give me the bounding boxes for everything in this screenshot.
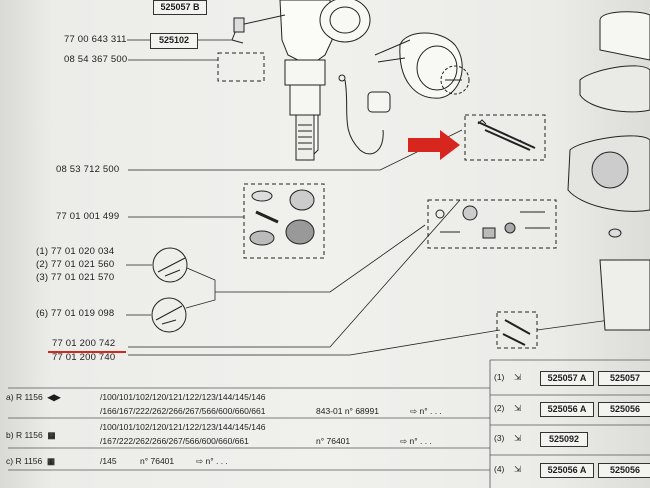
table-cell: (3) bbox=[494, 433, 505, 443]
table-cell: (2) bbox=[494, 403, 505, 413]
table-cell: n° 76401 bbox=[316, 436, 351, 446]
arrow-icon: ⇲ bbox=[514, 464, 522, 474]
vacuum-capsule-drawing bbox=[374, 32, 470, 99]
part-number-label: 77 00 643 311 bbox=[64, 34, 127, 45]
capacitor-drawing bbox=[338, 74, 391, 155]
table-row: a) R 1156 ◀▶ bbox=[6, 392, 61, 402]
arrow-icon: ⇲ bbox=[514, 372, 522, 382]
distributor-body-drawing bbox=[231, 0, 371, 161]
table-cell: ⇨ n° . . . bbox=[400, 436, 432, 446]
ref-box: 525057 A bbox=[540, 371, 594, 386]
ref-box: 525092 bbox=[540, 432, 588, 447]
highlighted-part-number: 77 01 200 742 bbox=[52, 338, 116, 349]
table-cell: /100/101/102/120/121/122/123/144/145/146 bbox=[100, 392, 266, 402]
distributor-cap-drawing bbox=[567, 11, 650, 331]
points-drawing-2 bbox=[151, 297, 187, 333]
arrow-icon: ⇲ bbox=[514, 433, 522, 443]
table-cell: /166/167/222/262/266/267/566/600/660/661 bbox=[100, 406, 266, 416]
ref-box: 525056 A bbox=[540, 463, 594, 478]
part-number-label: 77 01 200 740 bbox=[52, 352, 116, 363]
table-cell: 843-01 n° 68991 bbox=[316, 406, 379, 416]
ref-box-525057b: 525057 B bbox=[153, 0, 207, 15]
part-number-label: (3) 77 01 021 570 bbox=[36, 272, 115, 283]
table-cell: /100/101/102/120/121/122/123/144/145/146 bbox=[100, 422, 266, 432]
table-row: b) R 1156 ▦ bbox=[6, 430, 56, 440]
dashed-box-springs bbox=[496, 311, 538, 349]
table-cell: /145 bbox=[100, 456, 117, 466]
table-cell: ⇨ n° . . . bbox=[410, 406, 442, 416]
dashed-box-spring-kit bbox=[464, 114, 546, 161]
ref-box: 525056 bbox=[598, 402, 650, 417]
arrow-icon: ⇲ bbox=[514, 403, 522, 413]
part-number-label: 77 01 001 499 bbox=[56, 211, 120, 222]
dashed-box-small-parts bbox=[427, 199, 557, 249]
part-number-label: 08 54 367 500 bbox=[64, 54, 128, 65]
part-number-label: (6) 77 01 019 098 bbox=[36, 308, 115, 319]
red-underline bbox=[48, 351, 126, 353]
table-cell: (4) bbox=[494, 464, 505, 474]
table-cell: (1) bbox=[494, 372, 505, 382]
table-row: c) R 1156 ▦ bbox=[6, 456, 56, 466]
part-number-label: 08 53 712 500 bbox=[56, 164, 120, 175]
part-number-label: (1) 77 01 020 034 bbox=[36, 246, 115, 257]
ref-box: 525057 bbox=[598, 371, 650, 386]
ref-box: 525056 bbox=[598, 463, 650, 478]
ref-box: 525056 A bbox=[540, 402, 594, 417]
table-cell: n° 76401 bbox=[140, 456, 175, 466]
red-arrow-icon bbox=[408, 130, 460, 160]
table-cell: /167/222/262/266/267/566/600/660/661 bbox=[100, 436, 249, 446]
table-cell: ⇨ n° . . . bbox=[196, 456, 228, 466]
points-drawing-1 bbox=[152, 247, 188, 283]
part-number-label: (2) 77 01 021 560 bbox=[36, 259, 115, 270]
ref-box-525102: 525102 bbox=[150, 33, 198, 49]
